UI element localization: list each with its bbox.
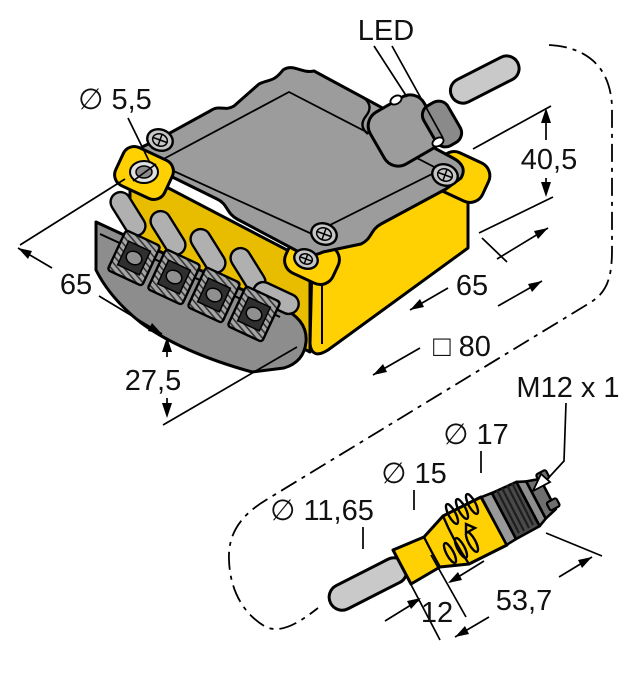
arrowhead bbox=[407, 598, 421, 609]
boot-grip-slots bbox=[442, 492, 480, 565]
detail-boundary-loop bbox=[228, 44, 613, 630]
arrowhead bbox=[455, 626, 469, 637]
boot-length-label: 12 bbox=[421, 597, 453, 629]
dim-side-right: 65 bbox=[409, 227, 549, 311]
led-window bbox=[389, 94, 403, 106]
cable-gland bbox=[361, 54, 521, 168]
boot-marker-triangle bbox=[464, 522, 478, 536]
arrowhead bbox=[541, 108, 551, 123]
terminal-cell bbox=[107, 229, 161, 287]
dim-connector-length: 53,7 bbox=[454, 532, 603, 638]
arrowhead bbox=[373, 364, 387, 375]
cover-screw-bottom bbox=[310, 221, 338, 247]
sensor-housing bbox=[94, 54, 521, 374]
led-window bbox=[431, 136, 445, 148]
clamp-screw bbox=[109, 190, 147, 238]
gland-flange-wave bbox=[361, 97, 371, 135]
cover-screw-left bbox=[146, 127, 174, 153]
led-leader bbox=[373, 45, 408, 98]
terminal-offset-label: 27,5 bbox=[125, 365, 181, 397]
connector-length-label: 53,7 bbox=[496, 585, 552, 617]
mounting-lug-front-left bbox=[113, 145, 175, 201]
mounting-hole-label: ∅ 5,5 bbox=[78, 84, 152, 116]
side-right-label: 65 bbox=[456, 270, 488, 302]
dim-body-square: □ 80 bbox=[372, 280, 543, 376]
dim-height: 40,5 bbox=[472, 105, 577, 234]
m12-connector bbox=[327, 469, 561, 612]
terminal-cell bbox=[227, 285, 281, 343]
open-arrowhead bbox=[531, 472, 552, 494]
cable-diameter-label: ∅ 11,65 bbox=[270, 495, 374, 527]
terminal-cell bbox=[187, 266, 241, 324]
arrowhead bbox=[528, 281, 542, 292]
clamp-screw bbox=[149, 209, 187, 257]
arrowhead bbox=[162, 403, 172, 418]
connector-coupling-nut bbox=[480, 469, 561, 547]
terminal-cell bbox=[147, 248, 201, 306]
arrowhead bbox=[18, 248, 32, 259]
boot-contour bbox=[422, 536, 442, 568]
dim-cable-diameter: ∅ 11,65 bbox=[270, 495, 374, 549]
dim-boot-diameter: ∅ 15 bbox=[381, 458, 447, 510]
lug-screw-bottom bbox=[293, 247, 319, 271]
dim-thread: M12 x 1 bbox=[516, 372, 620, 494]
gland-cap bbox=[420, 99, 464, 149]
led-label: LED bbox=[358, 15, 414, 47]
clamp-screw bbox=[189, 227, 227, 275]
dim-mounting-hole: ∅ 5,5 bbox=[78, 84, 152, 164]
dim-side-left: 65 bbox=[17, 178, 163, 335]
side-left-label: 65 bbox=[60, 269, 92, 301]
housing-right-face bbox=[308, 170, 470, 356]
terminal-clamp-screws bbox=[109, 190, 300, 316]
arrowhead bbox=[448, 572, 462, 583]
boot-diameter-label: ∅ 15 bbox=[381, 458, 447, 490]
terminal-cells bbox=[107, 229, 281, 343]
arrowhead bbox=[148, 323, 162, 334]
arrowhead bbox=[578, 557, 592, 568]
arrowhead bbox=[410, 299, 424, 310]
dim-nut-diameter: ∅ 17 bbox=[443, 419, 509, 473]
mounting-hole-leader bbox=[127, 117, 151, 164]
dim-led: LED bbox=[358, 15, 444, 139]
dim-terminal-offset: 27,5 bbox=[125, 337, 298, 426]
body-square-label: □ 80 bbox=[433, 331, 491, 363]
arrowhead bbox=[162, 337, 172, 352]
thread-leader bbox=[540, 402, 567, 487]
sensor-cable bbox=[448, 54, 521, 105]
led-leader bbox=[391, 45, 444, 139]
cover-screw-right bbox=[431, 162, 459, 188]
height-label: 40,5 bbox=[521, 144, 577, 176]
arrowhead bbox=[541, 182, 551, 197]
dim-boot-length: 12 bbox=[384, 554, 485, 641]
tip-castellation bbox=[545, 497, 561, 512]
arrowhead bbox=[534, 228, 548, 239]
terminal-block bbox=[94, 190, 308, 374]
thread-label: M12 x 1 bbox=[516, 372, 619, 404]
nut-diameter-label: ∅ 17 bbox=[443, 419, 509, 451]
